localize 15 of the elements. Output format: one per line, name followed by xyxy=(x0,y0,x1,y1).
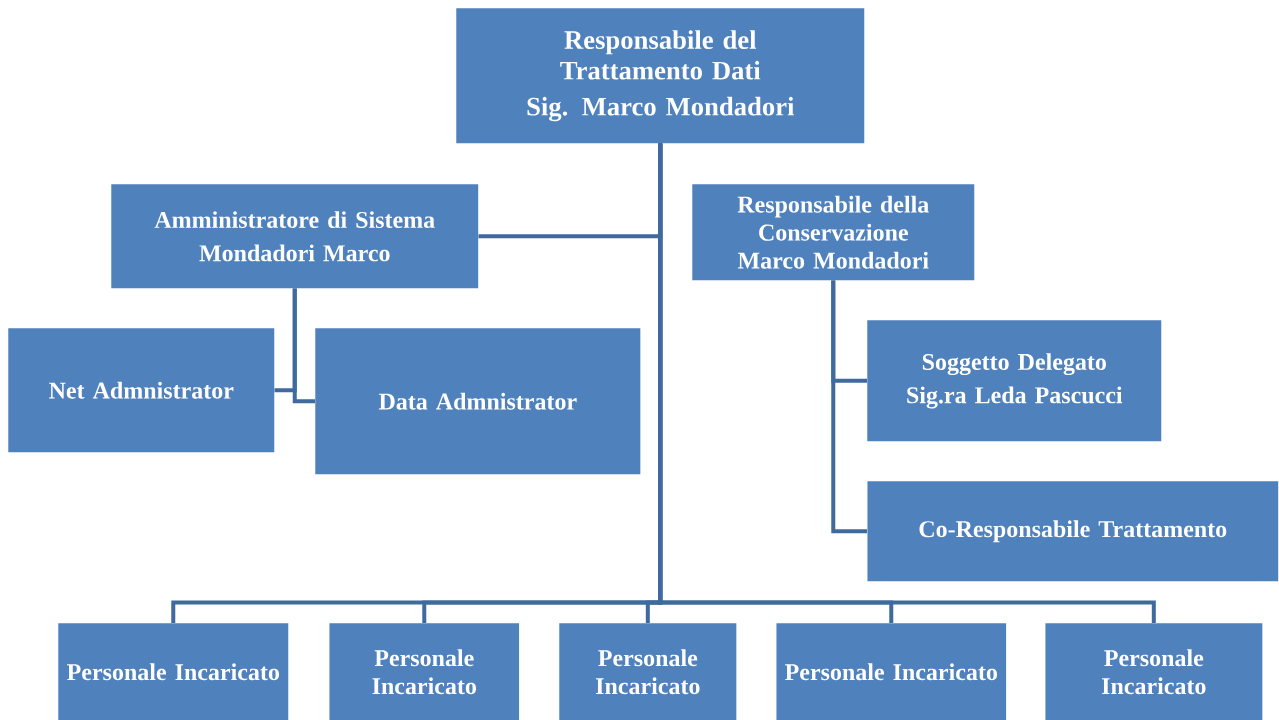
role-box: Personale Incaricato xyxy=(776,623,1007,720)
role-box: Net Admnistrator xyxy=(8,328,275,453)
connector-line xyxy=(831,280,867,534)
connector-line xyxy=(292,288,315,404)
connector-line xyxy=(658,143,1156,623)
role-box: Responsabile della Conservazione Marco Mondadori xyxy=(692,184,975,281)
role-box: Personale Incaricato xyxy=(329,623,520,720)
role-box: Co-Responsabile Trattamento xyxy=(867,481,1279,582)
role-box: Personale Incaricato xyxy=(559,623,737,720)
role-box: Personale Incaricato xyxy=(58,623,289,720)
role-box: Soggetto Delegato Sig.ra Leda Pascucci xyxy=(867,320,1162,442)
role-box: Amministratore di Sistema Mondadori Marco xyxy=(111,184,479,289)
role-box: Personale Incaricato xyxy=(1045,623,1263,720)
role-box: Data Admnistrator xyxy=(315,328,641,475)
role-box: Responsabile del Trattamento Dati Sig. Marco Mondadori xyxy=(456,8,865,144)
